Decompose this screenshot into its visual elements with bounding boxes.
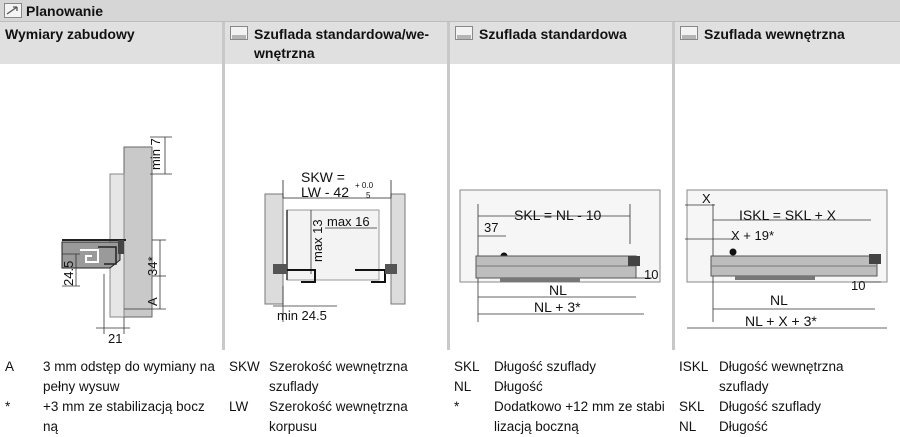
legend-abbr: ISKL [679, 359, 709, 374]
legend-text: +3 mm ze stabilizacją bocz [43, 399, 205, 414]
legend-text: Szerokość wewnętrzna [269, 359, 408, 374]
legend-item: SKL Długość szuflady [454, 357, 670, 377]
legend-item: NL Długość [454, 377, 670, 397]
legend-installation: A 3 mm odstęp do wymiany na pełny wysuw … [5, 357, 221, 437]
legend-item: SKL Długość szuflady [679, 397, 898, 417]
legend-standard: SKL Długość szuflady NL Długość * Dodatk… [454, 357, 670, 437]
dimension-10: 10 [851, 278, 865, 293]
label-x-plus-19: X + 19* [731, 228, 774, 243]
column-title-line1: Szuflada standardowa/we- [254, 26, 430, 42]
legend-text: Dodatkowo +12 mm ze stabi [494, 399, 665, 414]
legend-text: ną [43, 419, 59, 434]
dimension-a: A [145, 297, 160, 306]
dimension-34: 34* [145, 256, 160, 276]
installation-drawing: min 7 34* A 24.5 21 [61, 136, 172, 346]
column-title-line2: wnętrzna [254, 45, 315, 61]
installation-dimensions-diagram: min 7 34* A 24.5 21 [0, 64, 222, 350]
arrow-icon [4, 3, 22, 18]
column-header-standard: Szuflada standardowa [450, 22, 672, 64]
column-divider [447, 22, 450, 350]
legend-item: SKW Szerokość wewnętrzna szuflady [229, 357, 445, 397]
legend-abbr: SKW [229, 359, 260, 374]
legend-text: lizacją boczną [494, 419, 579, 434]
legend-abbr: * [454, 399, 460, 414]
column-title: Szuflada wewnętrzna [704, 26, 845, 42]
dimension-max13: max 13 [310, 219, 325, 262]
legend-standard-inner: SKW Szerokość wewnętrzna szuflady LW Sze… [229, 357, 445, 437]
dimension-10: 10 [644, 267, 658, 282]
legend-abbr: LW [229, 399, 249, 414]
tolerance-plus: + 0.0 [355, 181, 374, 190]
label-skw: SKW = [301, 169, 345, 185]
drawer-icon [230, 26, 248, 40]
legend-text: szuflady [269, 379, 319, 394]
legend-item: NL Długość [679, 417, 898, 437]
side-view-drawing: SKL = NL - 10 37 10 NL NL + 3* [459, 189, 661, 322]
label-x: X [702, 191, 711, 206]
legend-text: szuflady [719, 379, 769, 394]
side-view-drawing: X ISKL = SKL + X X + 19* 10 NL NL + X + … [685, 189, 888, 329]
inner-drawer-diagram: X ISKL = SKL + X X + 19* 10 NL NL + X + … [675, 64, 900, 350]
label-nl: NL [770, 292, 788, 308]
legend-text: Długość [719, 419, 768, 434]
legend-text: Długość [494, 379, 543, 394]
legend-abbr: SKL [679, 399, 705, 414]
column-header-installation: Wymiary zabudowy [0, 22, 222, 64]
dimension-37: 37 [484, 220, 498, 235]
legend-text: Długość wewnętrzna [719, 359, 844, 374]
legend-item: * +3 mm ze stabilizacją bocz ną [5, 397, 221, 437]
section-header: Planowanie [0, 0, 900, 22]
legend-item: ISKL Długość wewnętrzna szuflady [679, 357, 898, 397]
legend-text: 3 mm odstęp do wymiany na [43, 359, 215, 374]
legend-text: Długość szuflady [494, 359, 597, 374]
legend-abbr: * [5, 399, 11, 414]
legend-abbr: A [5, 359, 15, 374]
standard-drawer-diagram: SKL = NL - 10 37 10 NL NL + 3* [450, 64, 672, 350]
legend-abbr: NL [454, 379, 472, 394]
dimension-min7: min 7 [148, 138, 163, 170]
legend-item: A 3 mm odstęp do wymiany na pełny wysuw [5, 357, 221, 397]
label-iskl: ISKL = SKL + X [739, 207, 837, 223]
dimension-min24-5: min 24.5 [277, 308, 327, 323]
dimension-21: 21 [108, 331, 122, 346]
legend-text: korpusu [269, 419, 318, 434]
legend-item: * Dodatkowo +12 mm ze stabi lizacją bocz… [454, 397, 670, 437]
drawer-icon [455, 26, 473, 40]
legend-text: Szerokość wewnętrzna [269, 399, 408, 414]
label-nl-plus-x-plus-3: NL + X + 3* [745, 313, 817, 329]
dimension-max16: max 16 [327, 214, 370, 229]
dimension-24-5: 24.5 [61, 261, 76, 286]
drawer-icon [680, 26, 698, 40]
section-title: Planowanie [26, 3, 104, 19]
column-header-inner: Szuflada wewnętrzna [675, 22, 900, 64]
column-title: Szuflada standardowa [479, 26, 627, 42]
label-nl-plus-3: NL + 3* [534, 299, 581, 315]
column-divider [672, 22, 675, 350]
label-skw-formula: LW - 42 [301, 184, 349, 200]
cross-section-drawing: SKW = LW - 42 + 0.0 5 max 16 max 13 min … [264, 169, 406, 323]
tolerance-minus: 5 [366, 191, 371, 200]
legend-inner: ISKL Długość wewnętrzna szuflady SKL Dłu… [679, 357, 898, 437]
label-skl: SKL = NL - 10 [514, 207, 602, 223]
column-divider [222, 22, 225, 350]
column-title: Wymiary zabudowy [5, 26, 135, 42]
standard-inner-drawer-diagram: SKW = LW - 42 + 0.0 5 max 16 max 13 min … [225, 64, 447, 350]
legend-text: pełny wysuw [43, 379, 120, 394]
legend-abbr: SKL [454, 359, 480, 374]
legend-item: LW Szerokość wewnętrzna korpusu [229, 397, 445, 437]
legend-abbr: NL [679, 419, 697, 434]
column-header-standard-inner: Szuflada standardowa/we- wnętrzna [225, 22, 447, 64]
label-nl: NL [549, 282, 567, 298]
legend-text: Długość szuflady [719, 399, 822, 414]
